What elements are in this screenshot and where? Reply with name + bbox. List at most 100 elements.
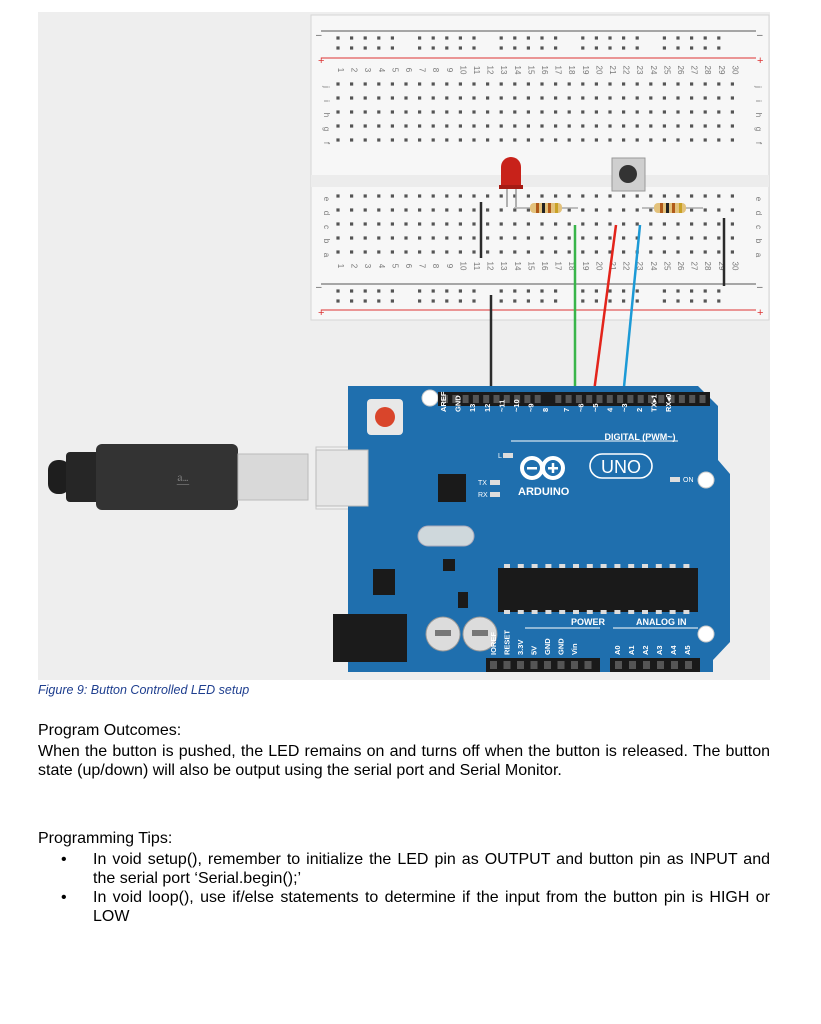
column-number-top: 5: [390, 68, 399, 73]
column-number-top: 24: [649, 66, 658, 75]
column-number-top: 29: [717, 66, 726, 75]
column-number-bottom: 18: [567, 262, 576, 271]
column-number-bottom: 5: [390, 264, 399, 269]
breadboard: – + – + – + – + 112233445566778899101011…: [310, 14, 770, 321]
mount-hole-bottom-right: [697, 625, 715, 643]
column-number-bottom: 19: [581, 262, 590, 271]
column-number-top: 14: [513, 66, 522, 75]
row-letter-right: j: [754, 85, 763, 88]
power-jack: [333, 614, 407, 662]
column-number-top: 16: [540, 66, 549, 75]
pin-label: 13: [468, 404, 477, 412]
column-number-top: 8: [431, 68, 440, 73]
column-number-bottom: 6: [404, 264, 413, 269]
column-number-bottom: 22: [622, 262, 631, 271]
pin-label: A5: [683, 645, 692, 655]
bullet-icon: •: [61, 851, 67, 868]
row-letter-left: d: [322, 211, 331, 215]
column-number-bottom: 16: [540, 262, 549, 271]
chip-pins: [504, 564, 690, 614]
column-number-bottom: 27: [690, 262, 699, 271]
row-letter-right: f: [754, 142, 763, 145]
row-letter-left: g: [322, 127, 331, 131]
tx-label: TX: [478, 480, 487, 487]
column-number-bottom: 3: [363, 264, 372, 269]
column-number-bottom: 9: [445, 264, 454, 269]
pin-label: ~11: [497, 400, 506, 412]
resistor-button: [642, 203, 703, 213]
led: [499, 157, 523, 207]
rail-plus-top-left: +: [318, 55, 324, 67]
usb-chip: [438, 474, 466, 502]
column-number-bottom: 10: [458, 262, 467, 271]
column-number-top: 13: [499, 66, 508, 75]
row-letter-right: h: [754, 113, 763, 117]
column-number-bottom: 4: [377, 264, 386, 269]
power-header: [486, 658, 600, 672]
column-number-top: 23: [635, 66, 644, 75]
column-number-top: 2: [350, 68, 359, 73]
crystal: [417, 525, 475, 547]
regulator: [373, 569, 395, 595]
pin-label: A2: [641, 645, 650, 655]
pin-label: GND: [454, 395, 463, 412]
rail-minus-bottom-right: –: [757, 282, 763, 293]
column-number-bottom: 24: [649, 262, 658, 271]
row-letter-left: j: [322, 85, 331, 88]
breadboard-components: [479, 157, 726, 286]
column-number-top: 15: [526, 66, 535, 75]
rx-label: RX: [478, 492, 488, 499]
pin-label: TX▸1: [649, 394, 658, 412]
power-label: POWER: [571, 617, 606, 627]
pin-label: IOREF: [489, 632, 498, 655]
column-number-bottom: 28: [703, 262, 712, 271]
column-number-top: 9: [445, 68, 454, 73]
tip-item: •In void setup(), remember to initialize…: [38, 850, 770, 888]
mount-hole-top-left: [421, 389, 439, 407]
pin-label: 2: [635, 408, 644, 412]
column-number-bottom: 2: [350, 264, 359, 269]
column-number-bottom: 1: [336, 264, 345, 269]
row-letter-right: g: [754, 127, 763, 131]
pin-label: GND: [543, 638, 552, 655]
row-letter-left: b: [322, 239, 331, 244]
digital-label: DIGITAL (PWM~): [605, 432, 676, 442]
pin-label: A1: [627, 645, 636, 655]
board-name: UNO: [601, 457, 641, 477]
pin-label: RESET: [503, 630, 512, 655]
column-number-top: 25: [662, 66, 671, 75]
row-letter-left: e: [322, 197, 331, 202]
pin-label: ~3: [620, 403, 629, 412]
breadboard-labels: 1122334455667788991010111112121313141415…: [322, 66, 763, 271]
tip-item: •In void loop(), use if/else statements …: [38, 888, 770, 926]
column-number-top: 6: [404, 68, 413, 73]
row-letter-left: c: [322, 225, 331, 229]
pin-label: ~5: [591, 403, 600, 412]
column-number-top: 26: [676, 66, 685, 75]
arduino-logo-icon: [520, 456, 565, 480]
bullet-icon: •: [61, 889, 67, 906]
pin-label: 3.3V: [516, 640, 525, 655]
column-number-top: 19: [581, 66, 590, 75]
column-number-top: 10: [458, 66, 467, 75]
pin-label: AREF: [439, 391, 448, 412]
pin-label: 5V: [530, 646, 539, 655]
column-number-bottom: 11: [472, 262, 481, 271]
arduino-brand: ARDUINO: [518, 486, 570, 498]
rail-minus-top-left: –: [316, 30, 322, 41]
rail-plus-top-right: +: [757, 55, 763, 67]
column-number-top: 27: [690, 66, 699, 75]
wire-blue-pin5: [621, 224, 642, 398]
row-letter-right: i: [754, 100, 763, 102]
pin-label: RX◂0: [664, 394, 673, 412]
column-number-top: 12: [486, 66, 495, 75]
pin-label: 4: [606, 407, 615, 412]
column-number-top: 18: [567, 66, 576, 75]
column-number-top: 7: [418, 68, 427, 73]
column-number-bottom: 25: [662, 262, 671, 271]
column-number-top: 1: [336, 68, 345, 73]
column-number-bottom: 15: [526, 262, 535, 271]
l-led-label: L: [498, 453, 502, 460]
